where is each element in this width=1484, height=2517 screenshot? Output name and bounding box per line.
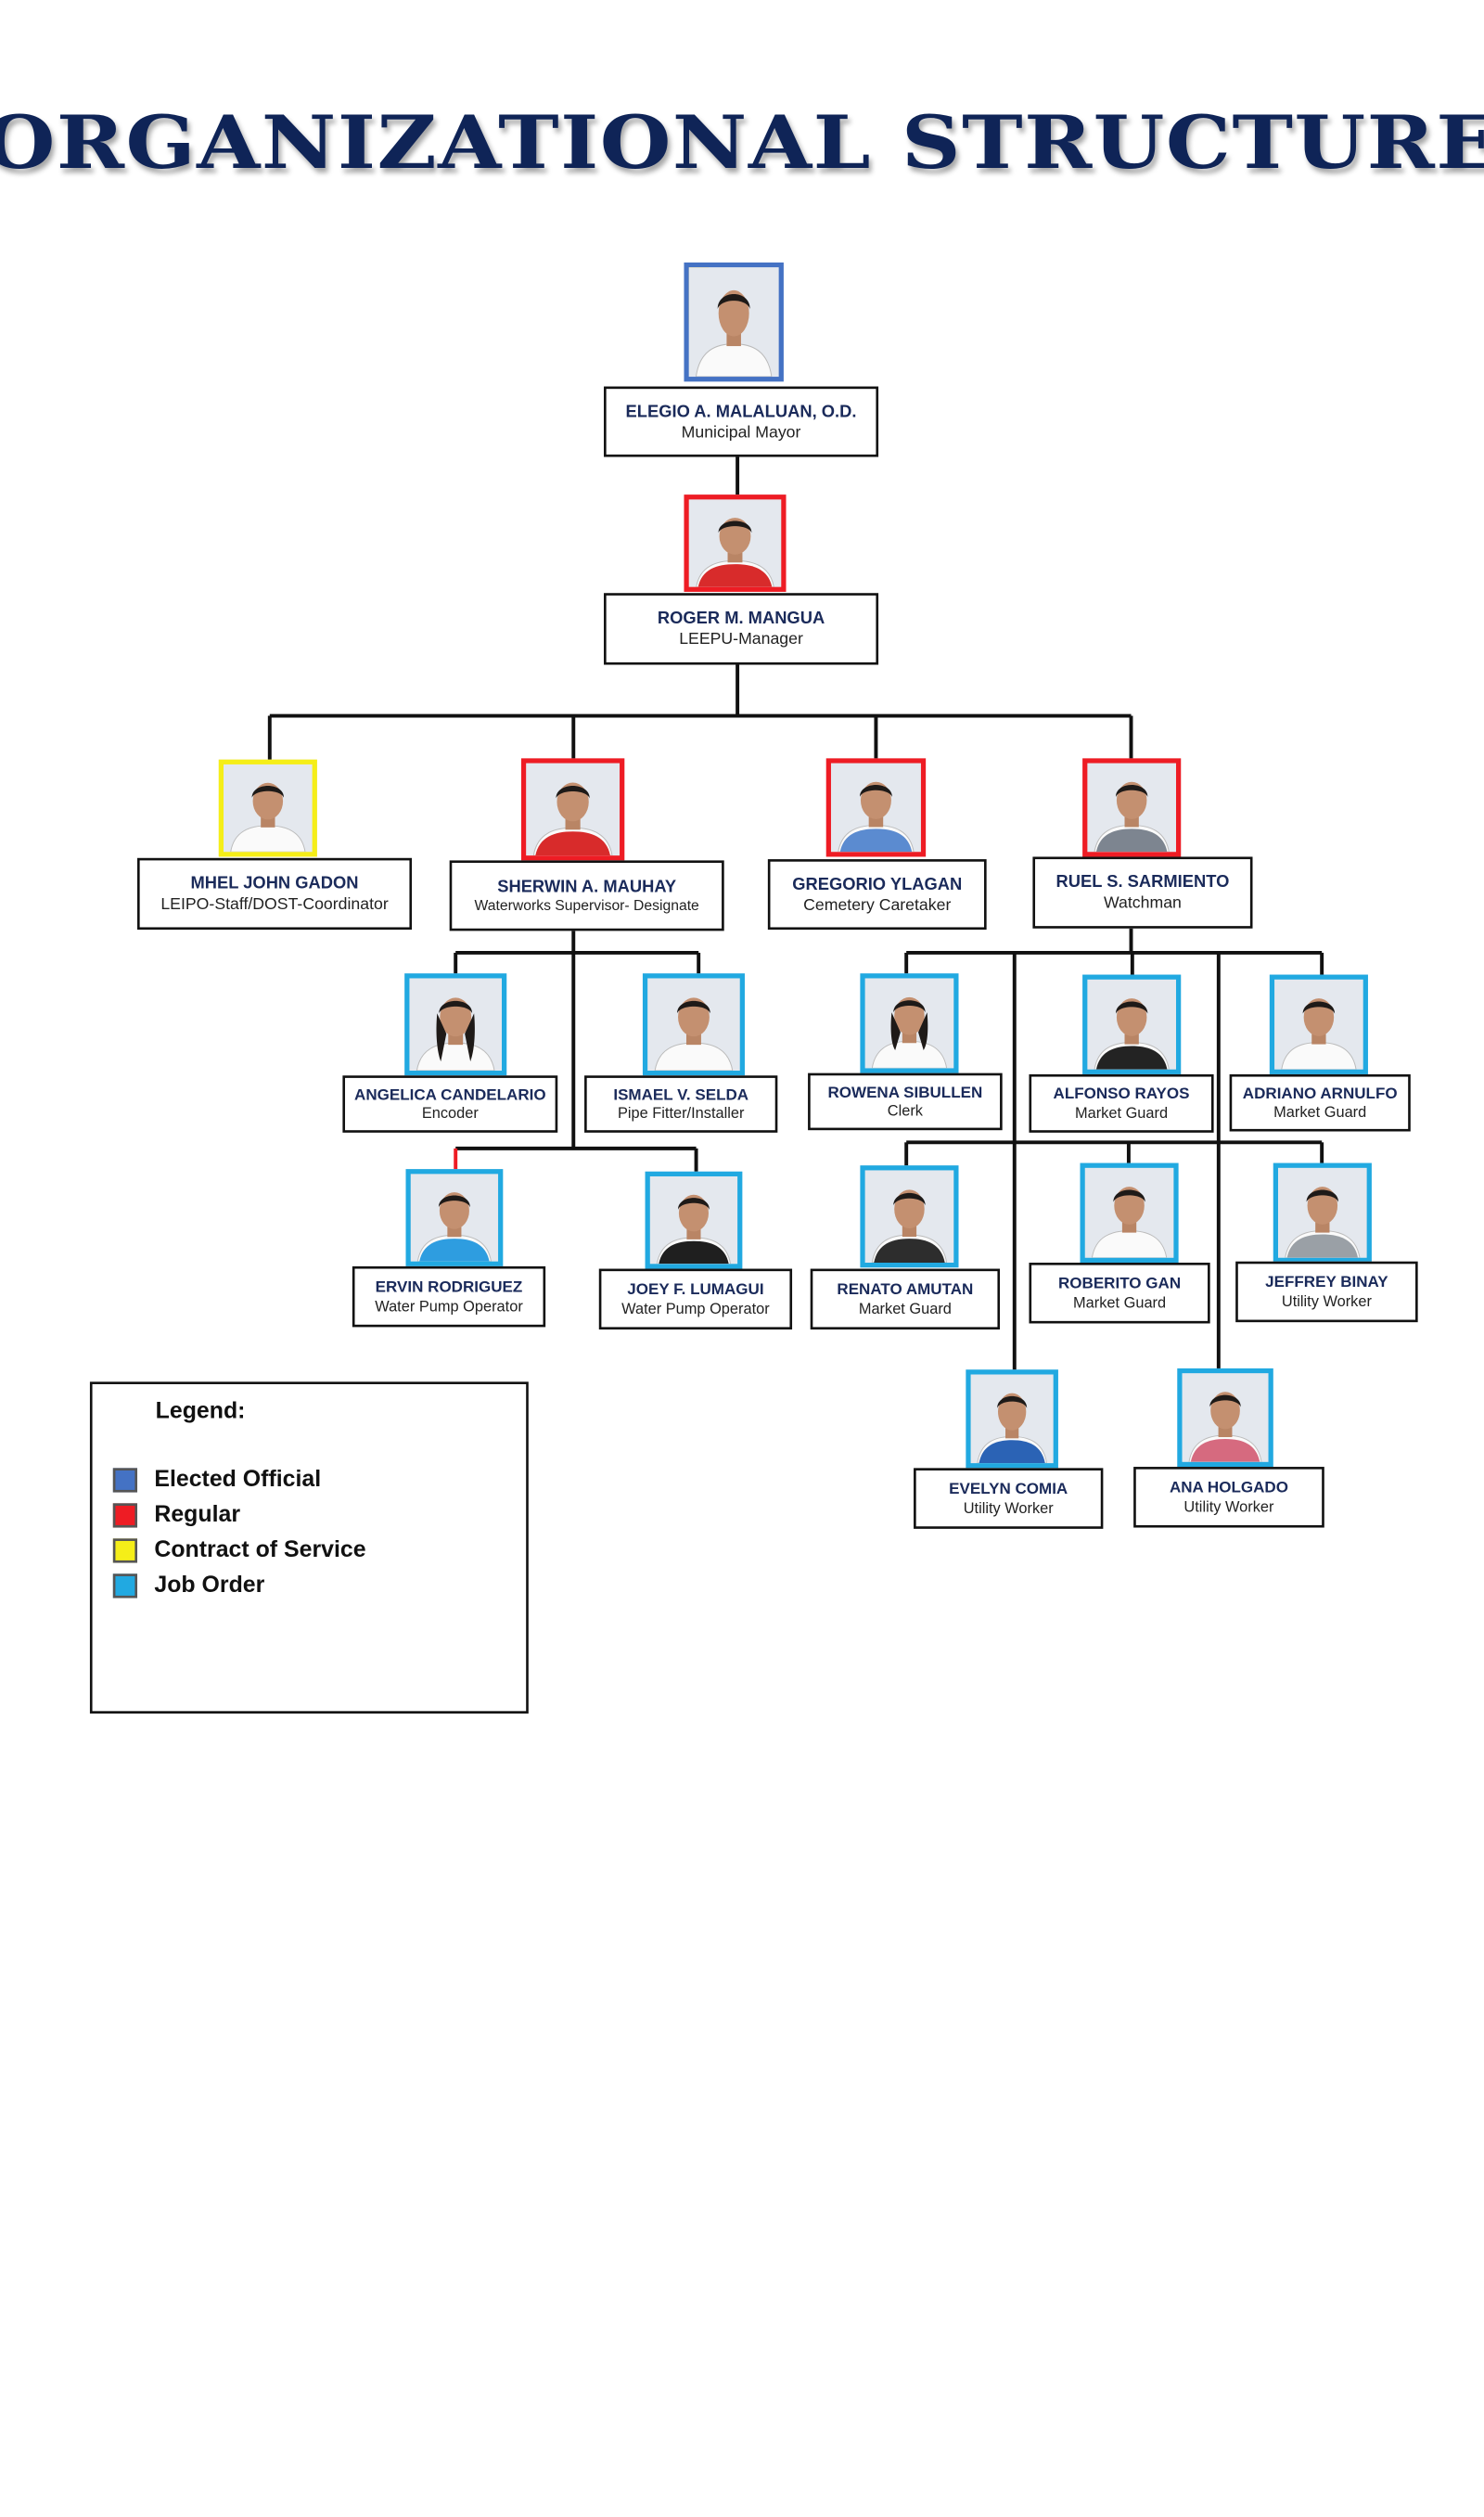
card-gadon: MHEL JOHN GADON LEIPO-Staff/DOST-Coordin… xyxy=(137,857,413,931)
position-candelario: Encoder xyxy=(421,1104,479,1123)
name-holgado: ANA HOLGADO xyxy=(1169,1477,1288,1496)
card-rodriguez: ERVIN RODRIGUEZ Water Pump Operator xyxy=(352,1265,546,1328)
name-amutan: RENATO AMUTAN xyxy=(837,1279,974,1299)
card-lumagui: JOEY F. LUMAGUI Water Pump Operator xyxy=(598,1268,793,1330)
card-comia: EVELYN COMIA Utility Worker xyxy=(914,1468,1104,1529)
position-arnulfo: Market Guard xyxy=(1273,1103,1367,1121)
legend-label-elected: Elected Official xyxy=(154,1467,322,1493)
legend-label-contract: Contract of Service xyxy=(154,1537,366,1563)
position-holgado: Utility Worker xyxy=(1183,1497,1274,1516)
name-arnulfo: ADRIANO ARNULFO xyxy=(1242,1083,1398,1102)
legend-title: Legend: xyxy=(155,1398,246,1425)
avatar-gadon xyxy=(218,759,317,857)
card-sarmiento: RUEL S. SARMIENTO Watchman xyxy=(1032,856,1253,929)
avatar-ylagan xyxy=(825,758,927,857)
avatar-amutan xyxy=(860,1165,959,1268)
position-mayor: Municipal Mayor xyxy=(681,422,801,442)
name-mayor: ELEGIO A. MALALUAN, O.D. xyxy=(625,401,857,421)
legend-swatch-regular xyxy=(112,1503,138,1528)
avatar-manager xyxy=(684,494,787,592)
position-gan: Market Guard xyxy=(1073,1293,1167,1311)
page-title: ORGANIZATIONAL STRUCTURE xyxy=(0,100,1484,186)
legend-swatch-elected xyxy=(112,1468,138,1493)
card-binay: JEFFREY BINAY Utility Worker xyxy=(1235,1261,1418,1323)
name-rayos: ALFONSO RAYOS xyxy=(1053,1084,1190,1103)
card-amutan: RENATO AMUTAN Market Guard xyxy=(810,1268,1001,1330)
position-sarmiento: Watchman xyxy=(1104,893,1182,912)
position-selda: Pipe Fitter/Installer xyxy=(617,1104,745,1123)
position-rodriguez: Water Pump Operator xyxy=(375,1297,523,1315)
name-selda: ISMAEL V. SELDA xyxy=(613,1085,749,1103)
name-candelario: ANGELICA CANDELARIO xyxy=(354,1085,546,1103)
legend-item-joborder: Job Order xyxy=(112,1573,265,1599)
card-mayor: ELEGIO A. MALALUAN, O.D. Municipal Mayor xyxy=(604,386,879,457)
card-candelario: ANGELICA CANDELARIO Encoder xyxy=(342,1075,558,1133)
card-selda: ISMAEL V. SELDA Pipe Fitter/Installer xyxy=(584,1075,778,1133)
legend-swatch-contract xyxy=(112,1538,138,1563)
name-binay: JEFFREY BINAY xyxy=(1265,1272,1388,1291)
avatar-sibullen xyxy=(860,973,959,1073)
avatar-selda xyxy=(642,973,745,1076)
card-holgado: ANA HOLGADO Utility Worker xyxy=(1133,1467,1324,1528)
legend-item-elected: Elected Official xyxy=(112,1467,322,1494)
name-gan: ROBERITO GAN xyxy=(1057,1273,1182,1292)
name-comia: EVELYN COMIA xyxy=(949,1479,1068,1497)
legend-item-regular: Regular xyxy=(112,1502,241,1529)
avatar-mauhay xyxy=(520,758,625,861)
position-gadon: LEIPO-Staff/DOST-Coordinator xyxy=(160,894,389,913)
avatar-mayor xyxy=(684,262,784,382)
legend-label-regular: Regular xyxy=(154,1502,241,1528)
position-rayos: Market Guard xyxy=(1074,1104,1169,1122)
position-sibullen: Clerk xyxy=(887,1102,923,1120)
position-comia: Utility Worker xyxy=(963,1498,1054,1517)
avatar-lumagui xyxy=(645,1171,743,1269)
avatar-rodriguez xyxy=(405,1169,504,1266)
avatar-holgado xyxy=(1177,1368,1273,1468)
card-rayos: ALFONSO RAYOS Market Guard xyxy=(1029,1073,1214,1133)
legend-label-joborder: Job Order xyxy=(154,1573,265,1599)
position-lumagui: Water Pump Operator xyxy=(621,1300,770,1317)
card-gan: ROBERITO GAN Market Guard xyxy=(1029,1262,1210,1324)
card-arnulfo: ADRIANO ARNULFO Market Guard xyxy=(1229,1073,1411,1132)
name-ylagan: GREGORIO YLAGAN xyxy=(792,873,963,893)
connector-lines xyxy=(267,456,1324,1372)
legend-item-contract: Contract of Service xyxy=(112,1537,366,1564)
card-sibullen: ROWENA SIBULLEN Clerk xyxy=(808,1072,1003,1131)
position-manager: LEEPU-Manager xyxy=(679,629,803,649)
name-manager: ROGER M. MANGUA xyxy=(657,608,825,628)
avatar-rayos xyxy=(1082,974,1182,1074)
card-manager: ROGER M. MANGUA LEEPU-Manager xyxy=(604,593,879,665)
avatar-gan xyxy=(1080,1162,1179,1263)
name-gadon: MHEL JOHN GADON xyxy=(190,872,359,893)
card-ylagan: GREGORIO YLAGAN Cemetery Caretaker xyxy=(767,859,987,931)
card-mauhay: SHERWIN A. MAUHAY Waterworks Supervisor-… xyxy=(449,860,724,931)
avatar-sarmiento xyxy=(1082,758,1182,857)
position-mauhay: Waterworks Supervisor- Designate xyxy=(474,896,699,914)
legend: Legend: Elected Official Regular Contrac… xyxy=(89,1381,529,1714)
name-mauhay: SHERWIN A. MAUHAY xyxy=(497,876,677,896)
legend-swatch-joborder xyxy=(112,1573,138,1599)
avatar-candelario xyxy=(404,973,507,1076)
name-lumagui: JOEY F. LUMAGUI xyxy=(627,1279,764,1299)
name-sarmiento: RUEL S. SARMIENTO xyxy=(1055,871,1230,892)
name-sibullen: ROWENA SIBULLEN xyxy=(827,1082,983,1101)
position-binay: Utility Worker xyxy=(1281,1292,1372,1310)
avatar-arnulfo xyxy=(1269,974,1368,1074)
position-ylagan: Cemetery Caretaker xyxy=(803,894,952,914)
avatar-comia xyxy=(966,1369,1058,1469)
avatar-binay xyxy=(1273,1162,1372,1263)
position-amutan: Market Guard xyxy=(858,1300,952,1317)
name-rodriguez: ERVIN RODRIGUEZ xyxy=(375,1277,523,1296)
